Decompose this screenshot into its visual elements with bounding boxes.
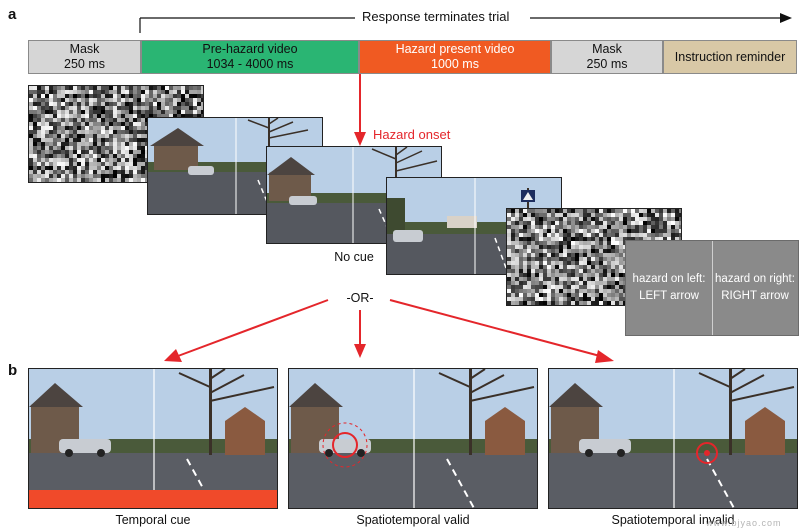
or-label: -OR- [346, 291, 374, 305]
panel-a-label: a [8, 6, 17, 23]
invalid-cue-circle [696, 442, 718, 464]
timeline-mask-1-title: Mask [69, 42, 100, 56]
arrow-to-temporal-line [177, 299, 329, 357]
timeline-mask-1-duration: 250 ms [64, 57, 105, 71]
cue-frame-temporal [28, 368, 278, 509]
instruction-right: hazard on right: RIGHT arrow [712, 241, 798, 335]
panel-b-label: b [8, 362, 18, 379]
instruction-divider [712, 241, 713, 335]
timeline-hazard-present: Hazard present video 1000 ms [359, 40, 551, 74]
timeline-mask-2-duration: 250 ms [586, 57, 628, 71]
instruction-left-line2: LEFT arrow [639, 290, 699, 302]
response-label: Response terminates trial [362, 9, 510, 24]
noise-pattern-1 [29, 86, 203, 182]
instruction-left-line1: hazard on left: [632, 273, 706, 285]
instruction-left: hazard on left: LEFT arrow [626, 241, 712, 335]
timeline-instruction-reminder: Instruction reminder [663, 40, 797, 74]
valid-cue-circle [332, 432, 358, 458]
arrow-to-invalid-line [389, 299, 601, 357]
caption-spatiotemporal-valid: Spatiotemporal valid [356, 513, 470, 527]
timeline-pre-hazard-duration: 1034 - 4000 ms [206, 57, 294, 71]
timeline-mask-2: Mask 250 ms [551, 40, 663, 74]
timeline-instruction-title: Instruction reminder [674, 49, 786, 64]
arrow-to-invalid-head [595, 350, 614, 363]
temporal-cue-bar [29, 490, 277, 508]
timeline-pre-hazard-title: Pre-hazard video [202, 42, 298, 56]
timeline-hazard-present-title: Hazard present video [395, 42, 515, 56]
timeline-mask-2-title: Mask [592, 42, 622, 56]
caption-spatiotemporal-invalid: Spatiotemporal invalid [611, 513, 735, 527]
no-cue-label: No cue [334, 250, 374, 264]
temporal-cue-scene [29, 369, 277, 508]
hazard-onset-label: Hazard onset [373, 127, 451, 142]
watermark: www.bjyao.com [706, 518, 782, 528]
caption-temporal-cue: Temporal cue [115, 513, 191, 527]
valid-cue-outer-circle [322, 422, 368, 468]
timeline-mask-1: Mask 250 ms [28, 40, 141, 74]
response-bracket [139, 13, 792, 33]
spatiotemporal-valid-scene [289, 369, 537, 508]
cue-frame-spatiotemporal-invalid [548, 368, 798, 509]
cue-frame-spatiotemporal-valid [288, 368, 538, 509]
arrow-to-temporal-head [164, 349, 182, 362]
instruction-right-line2: RIGHT arrow [721, 290, 789, 302]
timeline-pre-hazard: Pre-hazard video 1034 - 4000 ms [141, 40, 359, 74]
mask-frame-1 [28, 85, 204, 183]
timeline-hazard-present-duration: 1000 ms [431, 57, 479, 71]
hazard-onset-arrow-head [354, 132, 366, 146]
arrow-to-valid-head [354, 344, 366, 358]
instruction-right-line1: hazard on right: [715, 273, 795, 285]
instruction-reminder-frame: hazard on left: LEFT arrow hazard on rig… [625, 240, 799, 336]
spatiotemporal-invalid-scene [549, 369, 797, 508]
